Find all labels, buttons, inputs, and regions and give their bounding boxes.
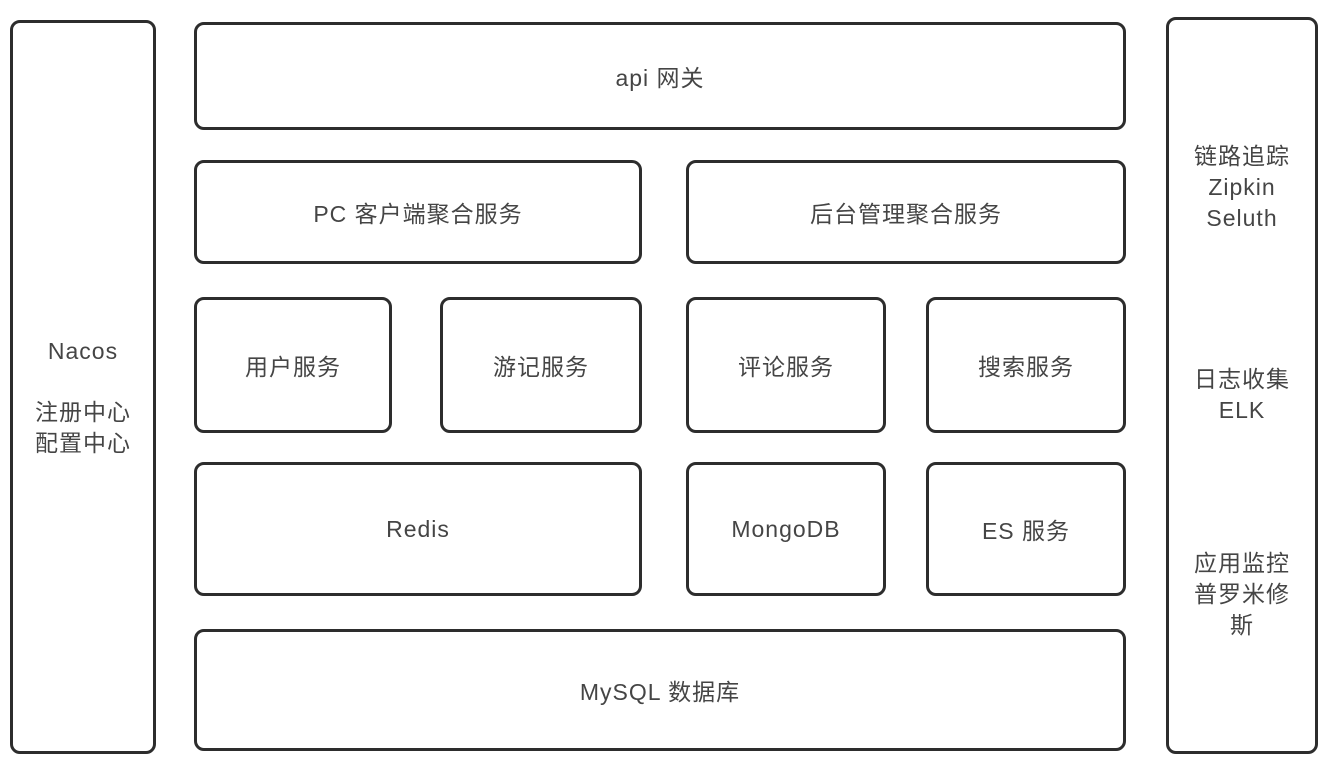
mongodb-box: MongoDB [686, 462, 886, 596]
observability-panel: 链路追踪 Zipkin Seluth 日志收集 ELK 应用监控 普罗米修 斯 [1166, 17, 1318, 754]
user-service-box: 用户服务 [194, 297, 392, 433]
tracing-group: 链路追踪 Zipkin Seluth [1169, 141, 1315, 234]
nacos-panel: Nacos 注册中心 配置中心 [10, 20, 156, 754]
sleuth-label: Seluth [1206, 205, 1278, 231]
travel-notes-service-box: 游记服务 [440, 297, 642, 433]
prometheus-label-line1: 普罗米修 [1194, 581, 1290, 607]
redis-box: Redis [194, 462, 642, 596]
admin-aggregation-service-box: 后台管理聚合服务 [686, 160, 1126, 264]
config-center-label: 配置中心 [35, 430, 131, 456]
tracing-label: 链路追踪 [1194, 143, 1290, 169]
nacos-title: Nacos [47, 338, 119, 364]
elk-label: ELK [1218, 397, 1266, 423]
monitoring-group: 应用监控 普罗米修 斯 [1169, 548, 1315, 641]
api-gateway-box: api 网关 [194, 22, 1126, 130]
pc-aggregation-service-box: PC 客户端聚合服务 [194, 160, 642, 264]
logging-group: 日志收集 ELK [1169, 364, 1315, 426]
zipkin-label: Zipkin [1208, 174, 1276, 200]
comment-service-box: 评论服务 [686, 297, 886, 433]
log-collection-label: 日志收集 [1194, 366, 1290, 392]
registry-center-label: 注册中心 [35, 399, 131, 425]
app-monitoring-label: 应用监控 [1194, 550, 1290, 576]
search-service-box: 搜索服务 [926, 297, 1126, 433]
prometheus-label-line2: 斯 [1230, 612, 1254, 638]
nacos-panel-text: Nacos 注册中心 配置中心 [13, 336, 153, 459]
es-service-box: ES 服务 [926, 462, 1126, 596]
mysql-database-box: MySQL 数据库 [194, 629, 1126, 751]
